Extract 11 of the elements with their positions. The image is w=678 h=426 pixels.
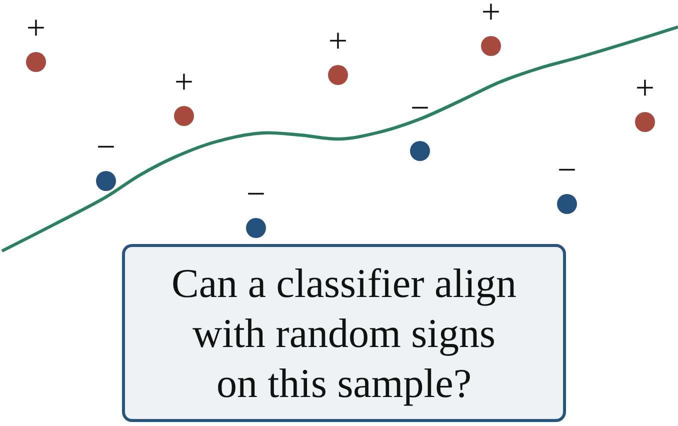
sign-label: + xyxy=(174,66,194,100)
sign-label: − xyxy=(410,92,430,126)
sign-label: − xyxy=(557,154,577,188)
question-box xyxy=(122,244,566,422)
question-text: Can a classifier align with random signs on this sample? xyxy=(172,259,516,408)
sign-label: + xyxy=(26,12,46,46)
sign-label: + xyxy=(635,72,655,106)
sign-label: − xyxy=(96,131,116,165)
sign-label: + xyxy=(481,0,501,30)
sign-label: − xyxy=(246,178,266,212)
sign-label: + xyxy=(328,25,348,59)
